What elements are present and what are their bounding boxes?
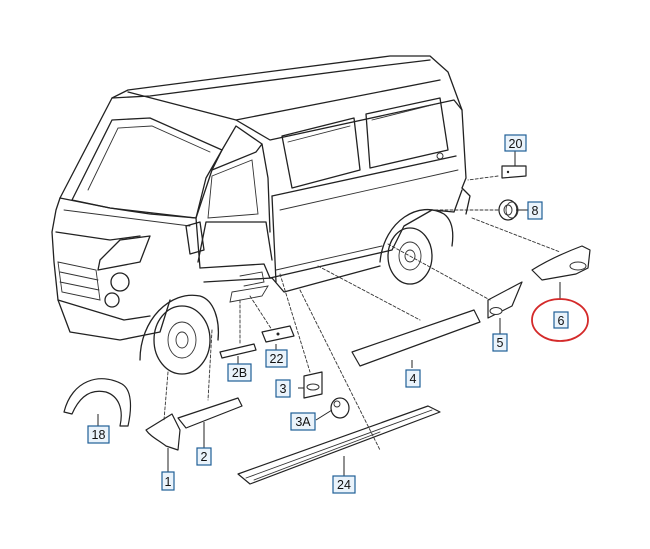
part-3a-cap (330, 397, 350, 419)
callout-label: 1 (165, 475, 172, 489)
part-5-trim (487, 281, 523, 319)
part-3-cover (303, 371, 323, 399)
callout-1[interactable]: 1 (161, 471, 175, 491)
callout-22[interactable]: 22 (265, 349, 288, 368)
callout-label: 20 (509, 137, 523, 151)
callout-5[interactable]: 5 (492, 333, 508, 352)
callout-4[interactable]: 4 (405, 369, 421, 388)
part-2-lower-trim (177, 397, 243, 429)
part-8-grommet (498, 199, 519, 221)
callout-label: 3A (295, 415, 311, 429)
callout-label: 24 (337, 478, 351, 492)
callout-label: 2B (232, 366, 247, 380)
leader-lines (97, 150, 561, 476)
callout-18[interactable]: 18 (87, 425, 110, 444)
callout-label: 6 (558, 314, 565, 328)
callout-8[interactable]: 8 (527, 201, 543, 220)
callout-2[interactable]: 2 (196, 447, 212, 466)
callout-3a[interactable]: 3A (290, 412, 316, 431)
callout-6[interactable]: 6 (553, 311, 569, 329)
highlight-circle (531, 298, 589, 342)
part-1-corner (145, 413, 181, 451)
callout-2b[interactable]: 2B (227, 363, 252, 382)
part-2b-strip (219, 343, 257, 359)
callout-24[interactable]: 24 (332, 475, 356, 494)
part-4-side-moulding (351, 309, 481, 367)
part-22-bracket (261, 325, 295, 343)
callout-label: 3 (280, 382, 287, 396)
callout-label: 22 (270, 352, 284, 366)
callout-label: 18 (92, 428, 106, 442)
part-24-sill-cover (237, 405, 441, 485)
van-body (51, 55, 471, 375)
callout-label: 4 (410, 372, 417, 386)
callout-20[interactable]: 20 (504, 134, 527, 152)
part-20-label-plate (501, 165, 527, 179)
part-18-wheel-arch (63, 378, 132, 427)
callout-label: 2 (201, 450, 208, 464)
callout-3[interactable]: 3 (275, 379, 291, 398)
callout-label: 5 (497, 336, 504, 350)
callout-label: 8 (532, 204, 539, 218)
part-6-wheel-arch-trim (531, 245, 591, 281)
